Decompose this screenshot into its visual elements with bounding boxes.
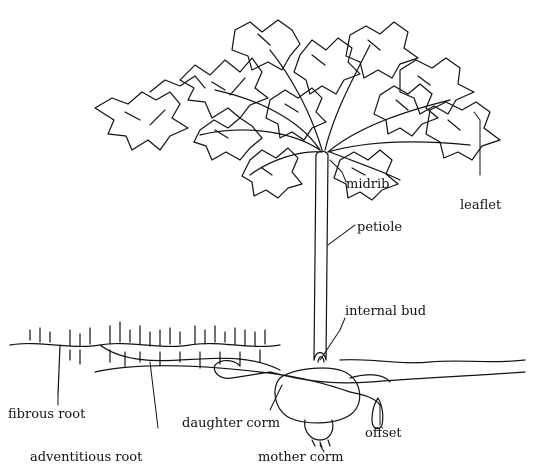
label-internal-bud: internal bud xyxy=(345,304,426,319)
ground-roots xyxy=(10,322,525,395)
label-daughter-corm: daughter corm xyxy=(182,416,280,431)
label-fibrous-root: fibrous root xyxy=(8,407,86,422)
corms xyxy=(214,361,390,448)
diagram-labels: midrib leaflet petiole internal bud fibr… xyxy=(8,177,502,465)
label-offset: offset xyxy=(365,426,402,441)
label-midrib: midrib xyxy=(346,177,390,192)
label-leaflet: leaflet xyxy=(460,198,502,213)
label-adventitious-root: adventitious root xyxy=(30,450,143,465)
petiole-stem xyxy=(314,151,328,360)
leaf-canopy xyxy=(95,20,500,200)
label-mother-corm: mother corm xyxy=(258,450,343,465)
label-petiole: petiole xyxy=(357,220,402,235)
